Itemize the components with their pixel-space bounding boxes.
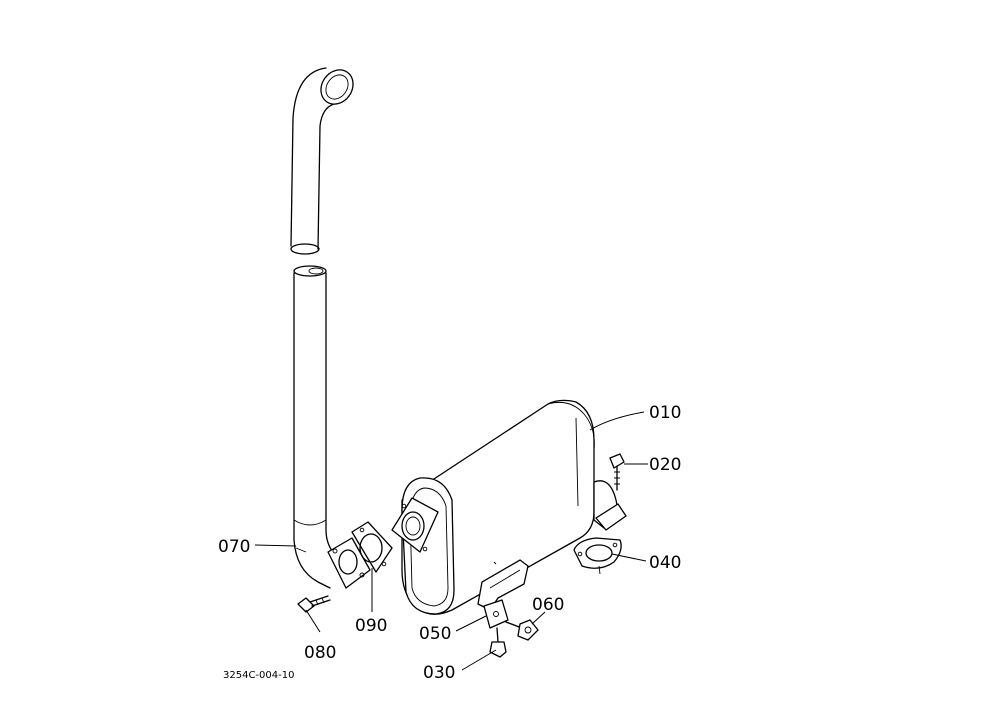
callout-040: 040: [649, 553, 681, 573]
callout-010: 010: [649, 403, 681, 423]
leader-lines: [254, 411, 648, 671]
callout-090: 090: [355, 616, 387, 636]
bracket: [483, 599, 509, 629]
callout-020: 020: [649, 455, 681, 475]
reference-code: 3254C-004-10: [223, 670, 294, 681]
tailpipe-upper: [290, 67, 354, 255]
callout-050: 050: [419, 624, 451, 644]
callout-030: 030: [423, 663, 455, 683]
bolt-top: [609, 453, 625, 491]
bolt-bracket: [505, 619, 539, 641]
exhaust-pipe: [293, 265, 371, 589]
muffler: [391, 399, 627, 615]
callout-070: 070: [218, 537, 250, 557]
gasket-inlet: [351, 521, 393, 573]
callout-060: 060: [532, 595, 564, 615]
bolt-bottom: [489, 627, 507, 658]
callout-080: 080: [304, 643, 336, 663]
bolt-pipe: [297, 595, 331, 613]
gasket-outlet: [573, 537, 622, 575]
